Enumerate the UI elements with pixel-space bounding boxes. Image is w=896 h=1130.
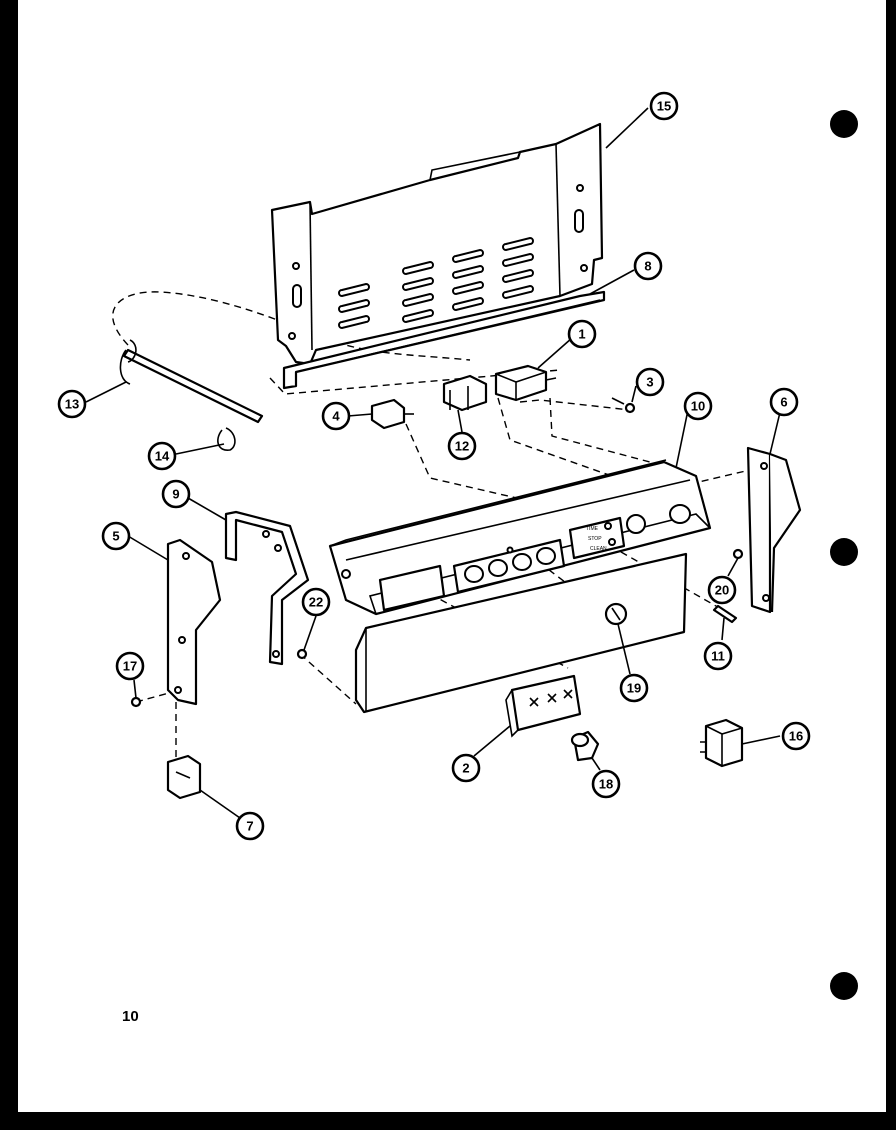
svg-text:9: 9 <box>172 487 179 502</box>
part-22-screw <box>296 648 308 660</box>
part-5-side-bracket <box>166 538 222 706</box>
callout-12: 12 <box>447 431 477 461</box>
part-1-relay <box>494 364 557 402</box>
callout-16: 16 <box>781 721 811 751</box>
callout-2: 2 <box>451 753 481 783</box>
callout-4: 4 <box>321 401 351 431</box>
binder-hole-bottom <box>830 972 858 1000</box>
part-7-clip <box>166 754 202 800</box>
svg-text:6: 6 <box>780 395 787 410</box>
panel-label-stop: STOP <box>588 536 602 542</box>
part-9-bracket <box>224 510 310 666</box>
callout-18: 18 <box>591 769 621 799</box>
svg-text:17: 17 <box>123 659 137 674</box>
callout-11: 11 <box>703 641 733 671</box>
svg-text:1: 1 <box>578 327 585 342</box>
part-15-back-panel <box>270 122 604 366</box>
svg-text:22: 22 <box>309 595 323 610</box>
panel-label-clean: CLEAN <box>590 546 607 552</box>
part-2-timer <box>505 674 582 738</box>
svg-text:5: 5 <box>112 529 119 544</box>
binder-hole-top <box>830 110 858 138</box>
part-11-rod <box>712 604 738 624</box>
svg-text:3: 3 <box>646 375 653 390</box>
part-12-switch <box>442 374 488 412</box>
part-20-screw <box>732 548 744 560</box>
callout-8: 8 <box>633 251 663 281</box>
part-16-switch <box>700 718 744 768</box>
callout-22: 22 <box>301 587 331 617</box>
svg-text:8: 8 <box>644 259 651 274</box>
callout-5: 5 <box>101 521 131 551</box>
callout-1: 1 <box>567 319 597 349</box>
svg-text:10: 10 <box>691 399 705 414</box>
page-number: 10 <box>122 1008 139 1025</box>
callout-15: 15 <box>649 91 679 121</box>
callout-3: 3 <box>635 367 665 397</box>
panel-label-time: TIME <box>586 526 599 532</box>
svg-text:11: 11 <box>711 649 725 664</box>
callout-17: 17 <box>115 651 145 681</box>
callout-13: 13 <box>57 389 87 419</box>
part-17-screw <box>130 696 142 708</box>
svg-text:15: 15 <box>657 99 671 114</box>
part-19-knob <box>604 602 628 626</box>
part-10-control-panel <box>328 459 712 714</box>
part-18-knob <box>570 730 600 762</box>
callout-20: 20 <box>707 575 737 605</box>
svg-text:18: 18 <box>599 777 613 792</box>
part-3-screw <box>611 397 636 414</box>
svg-text:4: 4 <box>332 409 340 424</box>
svg-text:7: 7 <box>246 819 253 834</box>
callout-19: 19 <box>619 673 649 703</box>
part-8-channel <box>282 290 606 390</box>
svg-text:2: 2 <box>462 761 469 776</box>
svg-text:13: 13 <box>65 397 79 412</box>
leader-lines <box>85 107 783 819</box>
binder-hole-middle <box>830 538 858 566</box>
callout-6: 6 <box>769 387 799 417</box>
svg-text:19: 19 <box>627 681 641 696</box>
svg-text:14: 14 <box>155 449 170 464</box>
svg-text:16: 16 <box>789 729 803 744</box>
svg-text:20: 20 <box>715 583 729 598</box>
part-14-rod <box>119 339 264 451</box>
callout-9: 9 <box>161 479 191 509</box>
part-4-switch <box>370 398 414 430</box>
svg-text:12: 12 <box>455 439 469 454</box>
callout-7: 7 <box>235 811 265 841</box>
vent-louvers <box>338 236 534 330</box>
callout-14: 14 <box>147 441 177 471</box>
part-6-right-end-cap <box>746 446 802 614</box>
callout-10: 10 <box>683 391 713 421</box>
